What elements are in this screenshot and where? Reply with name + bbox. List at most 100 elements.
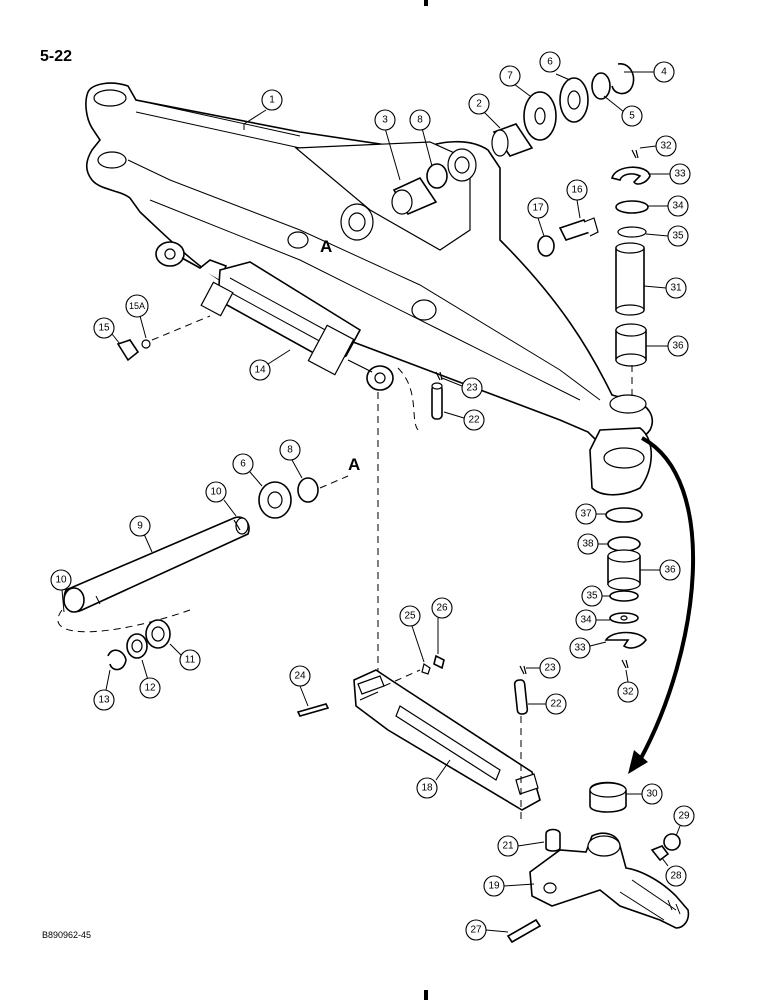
grease-fitting — [116, 315, 211, 362]
callout-35-lower-bubble — [581, 585, 603, 607]
clevis-pin-upper — [397, 367, 443, 431]
pivot-pin — [57, 475, 349, 671]
callout-3-bubble — [374, 109, 396, 131]
callout-13: 13 — [98, 695, 110, 706]
callout-12: 12 — [144, 683, 156, 694]
callout-11: 11 — [185, 655, 196, 666]
callout-34-lower: 34 — [580, 615, 592, 626]
callout-25: 25 — [404, 611, 416, 622]
callout-29: 29 — [678, 811, 690, 822]
top-page-mark — [424, 0, 428, 6]
assembly-arrow-head — [628, 750, 648, 774]
callout-30: 30 — [646, 789, 658, 800]
callout-32-upper-bubble — [655, 135, 677, 157]
callout-16: 16 — [571, 185, 583, 196]
callout-23-lower: 23 — [544, 663, 556, 674]
callout-35-lower: 35 — [586, 591, 598, 602]
callout-21: 21 — [502, 841, 514, 852]
callout-23-upper: 23 — [466, 383, 478, 394]
callout-13-bubble — [93, 689, 115, 711]
reference-letter-a-pin: A — [348, 455, 360, 474]
callout-21-bubble — [497, 835, 519, 857]
callout-10-left-bubble — [50, 569, 72, 591]
callout-19-bubble — [483, 875, 505, 897]
callout-5: 5 — [629, 111, 635, 122]
callout-2: 2 — [476, 99, 482, 110]
callout-6-bubble — [539, 51, 561, 73]
callout-34-upper: 34 — [672, 201, 684, 212]
callout-36-upper: 36 — [672, 341, 684, 352]
callout-22-upper-bubble — [463, 409, 485, 431]
callout-8-bubble — [409, 109, 431, 131]
callout-10-pin-end: 10 — [210, 487, 222, 498]
callout-33-upper: 33 — [674, 169, 686, 180]
callout-17: 17 — [532, 203, 544, 214]
callout-34-upper-bubble — [667, 195, 689, 217]
callout-36-lower: 36 — [664, 565, 676, 576]
callout-15: 15 — [98, 323, 110, 334]
callout-38-bubble — [577, 533, 599, 555]
callout-4-bubble — [653, 61, 675, 83]
callouts: 1 2 3 4 5 6 7 8 16 17 — [50, 51, 695, 941]
callout-15-bubble — [93, 317, 115, 339]
callout-17-bubble — [527, 197, 549, 219]
page-number: 5-22 — [40, 48, 73, 65]
callout-28: 28 — [670, 871, 682, 882]
callout-2-bubble — [468, 93, 490, 115]
callout-29-bubble — [673, 805, 695, 827]
callout-26-bubble — [431, 597, 453, 619]
assembly-arrow — [638, 436, 696, 761]
callout-1-bubble — [261, 89, 283, 111]
callout-23-upper-bubble — [461, 377, 483, 399]
callout-38: 38 — [582, 539, 594, 550]
reference-letter-a-frame: A — [320, 237, 332, 256]
callout-5-bubble — [621, 105, 643, 127]
spindle-knuckle — [506, 781, 690, 944]
callout-28-bubble — [665, 865, 687, 887]
callout-6-lower: 6 — [240, 459, 246, 470]
callout-6: 6 — [547, 57, 553, 68]
tie-rod-link — [296, 654, 541, 820]
callout-24-bubble — [289, 665, 311, 687]
callout-27: 27 — [470, 925, 482, 936]
callout-32-lower: 32 — [622, 687, 634, 698]
callout-24: 24 — [294, 671, 306, 682]
callout-31-bubble — [665, 277, 687, 299]
callout-8: 8 — [417, 115, 423, 126]
callout-14: 14 — [254, 365, 266, 376]
callout-10-pin-end-bubble — [205, 481, 227, 503]
figure-code: B890962-45 — [42, 930, 92, 940]
callout-32-lower-bubble — [617, 681, 639, 703]
callout-8-lower: 8 — [287, 445, 293, 456]
callout-35-upper: 35 — [672, 231, 684, 242]
kingpin-upper-stack — [611, 149, 651, 400]
callout-27-bubble — [465, 919, 487, 941]
callout-19: 19 — [488, 881, 500, 892]
callout-34-lower-bubble — [575, 609, 597, 631]
callout-15a-bubble — [125, 294, 149, 318]
callout-22-lower-bubble — [545, 693, 567, 715]
callout-31: 31 — [670, 283, 682, 294]
callout-35-upper-bubble — [667, 225, 689, 247]
callout-10-left: 10 — [55, 575, 67, 586]
callout-36-lower-bubble — [659, 559, 681, 581]
callout-4: 4 — [661, 67, 667, 78]
kingpin-lower-stack — [604, 507, 647, 669]
callout-14-bubble — [249, 359, 271, 381]
callout-30-bubble — [641, 783, 663, 805]
bottom-page-mark — [424, 990, 428, 1000]
callout-8-lower-bubble — [279, 439, 301, 461]
callout-18: 18 — [421, 783, 433, 794]
callout-32-upper: 32 — [660, 141, 672, 152]
callout-36-upper-bubble — [667, 335, 689, 357]
callout-22-upper: 22 — [468, 415, 480, 426]
callout-12-bubble — [139, 677, 161, 699]
callout-16-bubble — [566, 179, 588, 201]
callout-7: 7 — [507, 71, 513, 82]
callout-9: 9 — [137, 521, 143, 532]
callout-7-bubble — [499, 65, 521, 87]
callout-18-bubble — [416, 777, 438, 799]
callout-15a: 15A — [129, 301, 145, 311]
callout-33-lower: 33 — [574, 643, 586, 654]
